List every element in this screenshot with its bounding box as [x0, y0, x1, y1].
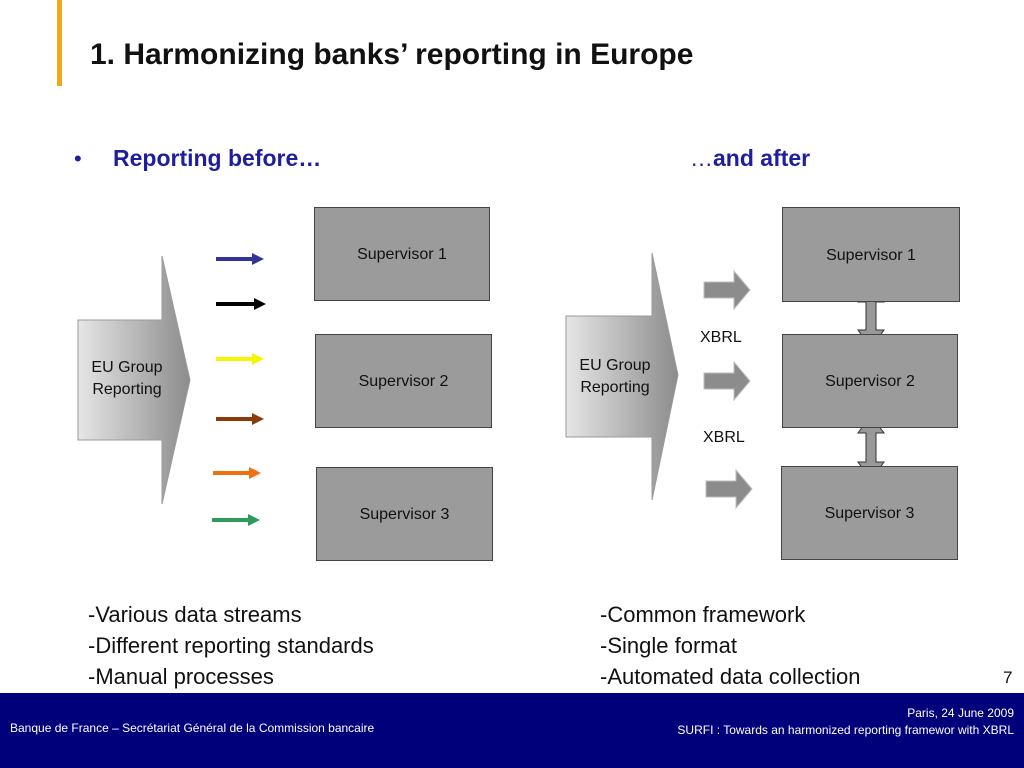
block-arrow-3-icon	[705, 468, 753, 510]
before-points-list: -Various data streams -Different reporti…	[88, 599, 374, 692]
supervisor-1-label-after: Supervisor 1	[826, 247, 916, 264]
footer-organization: Banque de France – Secrétariat Général d…	[10, 721, 375, 735]
after-point-3: -Automated data collection	[600, 664, 861, 689]
footer-date-location: Paris, 24 June 2009	[907, 706, 1014, 720]
arrow-stream-3-icon	[216, 353, 264, 365]
arrow-stream-1-icon	[216, 253, 264, 265]
supervisor-2-box-before: Supervisor 2	[315, 334, 492, 428]
heading-after: …and after	[690, 145, 810, 172]
after-point-1: -Common framework	[600, 602, 806, 627]
supervisor-1-label-before: Supervisor 1	[357, 246, 447, 263]
supervisor-2-box-after: Supervisor 2	[782, 334, 958, 428]
before-point-2: -Different reporting standards	[88, 633, 374, 658]
eu-group-reporting-label-before: EU Group Reporting	[91, 359, 163, 398]
supervisor-1-box-after: Supervisor 1	[782, 207, 960, 302]
eu-group-reporting-shape-before	[77, 255, 191, 505]
arrow-stream-2-icon	[216, 298, 266, 310]
supervisor-3-box-after: Supervisor 3	[781, 466, 958, 560]
heading-before: Reporting before…	[113, 145, 322, 171]
block-arrow-1-icon	[703, 269, 751, 311]
supervisor-3-box-before: Supervisor 3	[316, 467, 493, 561]
block-arrow-2-icon	[703, 360, 751, 402]
eu-group-reporting-shape-after	[565, 252, 679, 501]
supervisor-2-label-after: Supervisor 2	[825, 373, 915, 390]
after-point-2: -Single format	[600, 633, 737, 658]
footer-bar: Banque de France – Secrétariat Général d…	[0, 693, 1024, 768]
arrow-stream-6-icon	[212, 514, 260, 526]
footer-presentation-title: SURFI : Towards an harmonized reporting …	[677, 723, 1014, 737]
footer-event-info: Paris, 24 June 2009 SURFI : Towards an h…	[677, 705, 1014, 739]
supervisor-3-label-before: Supervisor 3	[359, 506, 450, 523]
eu-group-reporting-label-after: EU Group Reporting	[579, 357, 651, 396]
arrow-stream-4-icon	[216, 413, 264, 425]
supervisor-2-label-before: Supervisor 2	[358, 373, 449, 390]
bullet-marker: •	[74, 146, 82, 171]
title-accent-bar	[57, 0, 62, 86]
supervisor-3-label-after: Supervisor 3	[824, 505, 915, 522]
after-points-list: -Common framework -Single format -Automa…	[600, 599, 861, 692]
before-point-1: -Various data streams	[88, 602, 302, 627]
xbrl-label-2: XBRL	[703, 429, 745, 446]
arrow-stream-5-icon	[213, 467, 261, 479]
page-number: 7	[1003, 668, 1013, 687]
slide-title: 1. Harmonizing banks’ reporting in Europ…	[90, 38, 694, 71]
heading-after-ellipsis: …	[690, 145, 713, 171]
before-point-3: -Manual processes	[88, 664, 274, 689]
heading-after-text: and after	[713, 145, 811, 171]
supervisor-1-box-before: Supervisor 1	[314, 207, 490, 301]
xbrl-label-1: XBRL	[700, 329, 742, 346]
